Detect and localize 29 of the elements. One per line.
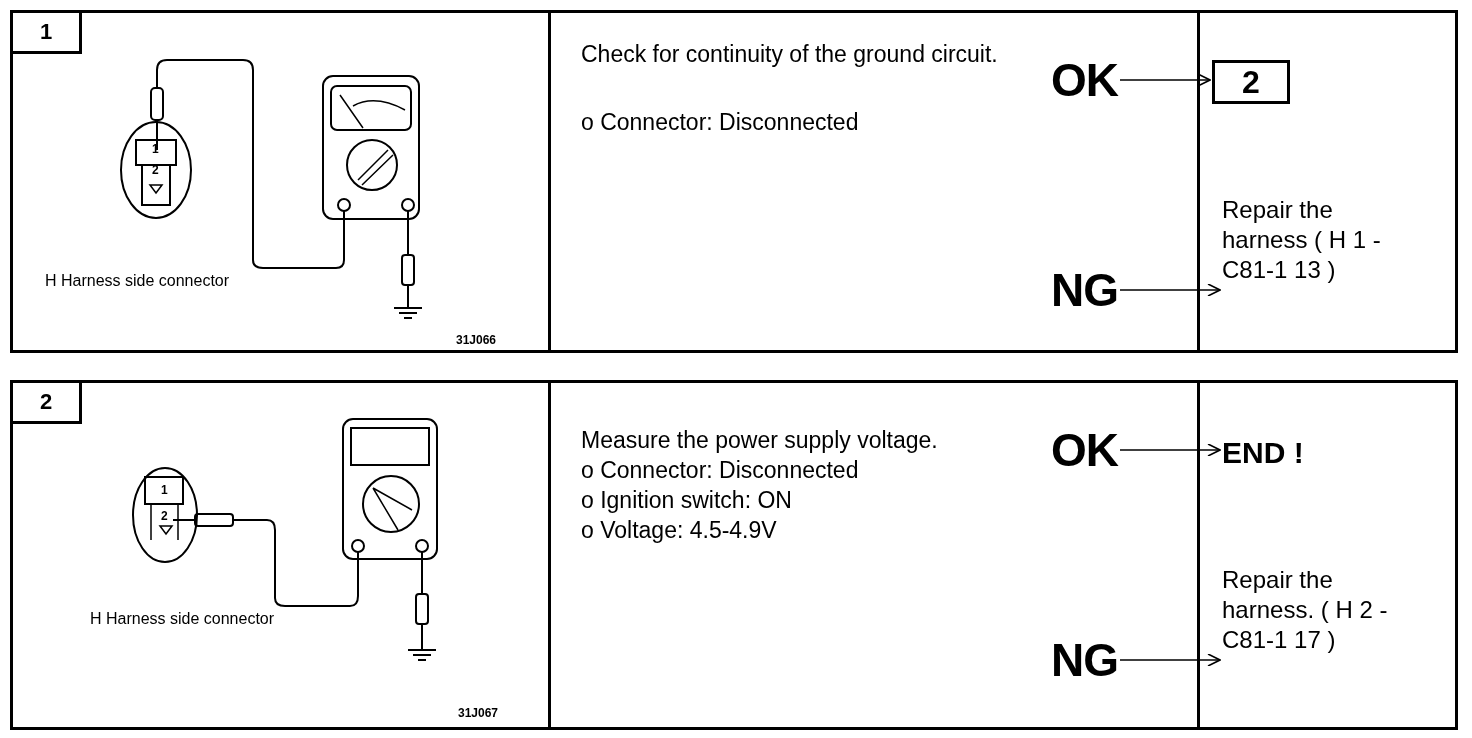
- instruction-text: o Connector: Disconnected: [581, 456, 860, 484]
- instruction-text: o Voltage: 4.5-4.9V: [581, 516, 778, 544]
- figure-code: 31J066: [456, 333, 497, 347]
- arrow: [1119, 73, 1211, 87]
- instruction-text: o Ignition switch: ON: [581, 486, 793, 514]
- instruction-cell: [548, 380, 1200, 730]
- drawing-caption: H Harness side connector: [90, 610, 275, 628]
- result-key: OK: [1051, 425, 1118, 475]
- repair-instruction: Repair the harness. ( H 2 - C81-1 17 ): [1222, 565, 1422, 655]
- arrow: [1119, 443, 1221, 457]
- arrow: [1119, 653, 1221, 667]
- repair-instruction: Repair the harness ( H 1 - C81-1 13 ): [1222, 195, 1422, 285]
- instruction-text: Measure the power supply voltage.: [581, 426, 939, 454]
- drawing-caption: H Harness side connector: [45, 272, 230, 290]
- instruction-cell: [548, 10, 1200, 353]
- result-key: NG: [1051, 635, 1118, 685]
- pin-number: 2: [161, 509, 168, 523]
- instruction-text: Check for continuity of the ground circuit.: [581, 40, 999, 68]
- result-key: NG: [1051, 265, 1118, 315]
- instruction-text: o Connector: Disconnected: [581, 108, 860, 136]
- pin-number: 1: [161, 483, 168, 497]
- step-number-box: 2: [10, 380, 82, 424]
- next-step-box: 2: [1212, 60, 1290, 104]
- end-text: END !: [1222, 435, 1422, 471]
- pin-number: 1: [152, 142, 159, 156]
- arrow: [1119, 283, 1221, 297]
- figure-code: 31J067: [458, 706, 499, 720]
- result-key: OK: [1051, 55, 1118, 105]
- step-number-box: 1: [10, 10, 82, 54]
